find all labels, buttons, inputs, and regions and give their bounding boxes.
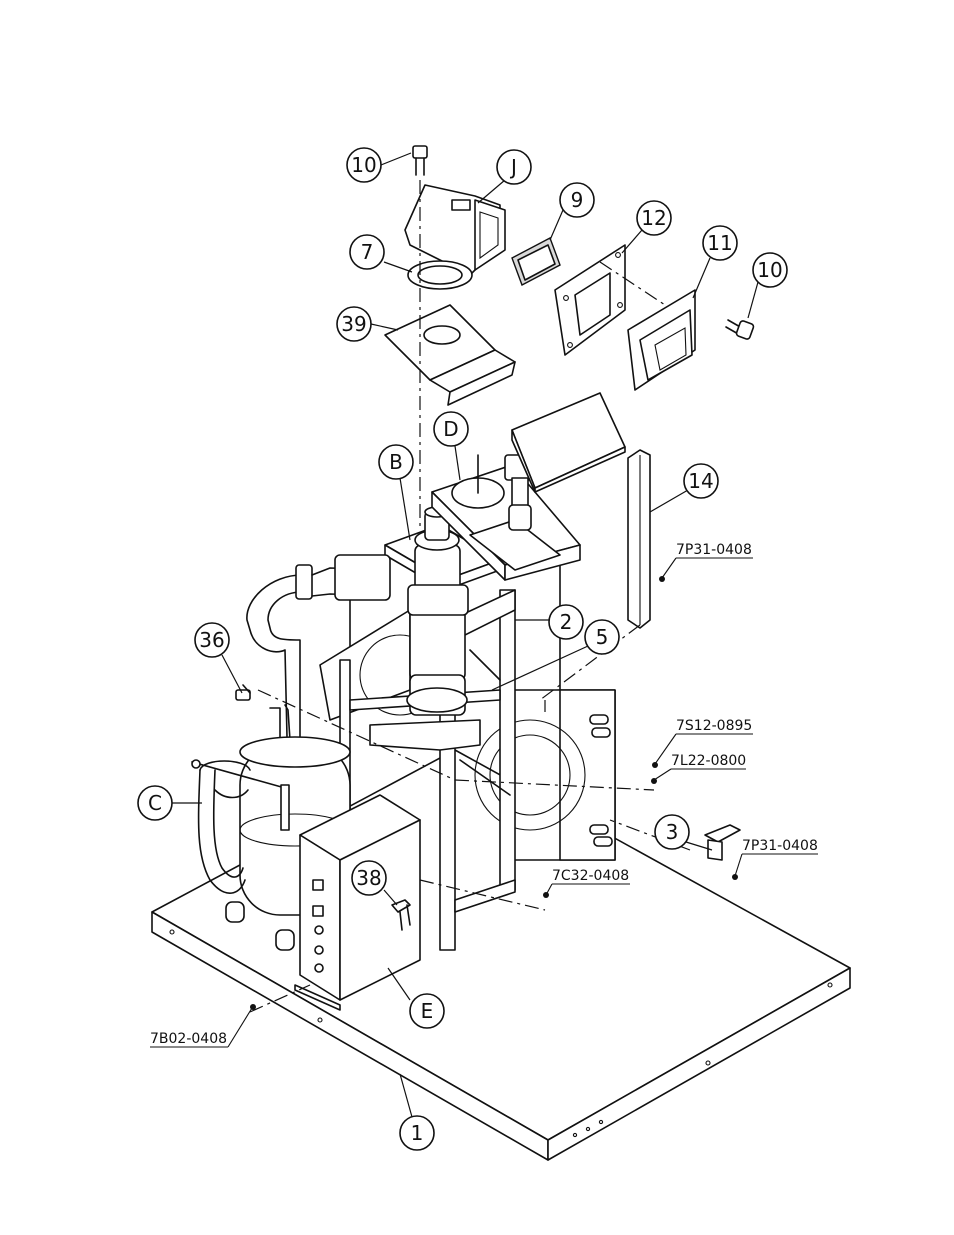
callout-36-label: 36 (199, 628, 224, 652)
callout-balloon-e: E (410, 994, 444, 1028)
part-number-7s12-label: 7S12-0895 (676, 718, 752, 734)
callout-7-label: 7 (361, 240, 374, 264)
callout-balloon-10-top: 10 (347, 148, 381, 182)
gasket-small (512, 238, 560, 285)
callout-11-label: 11 (707, 231, 732, 255)
part-number-7l22-label: 7L22-0800 (671, 753, 746, 769)
part-number-7p31-lower: 7P31-0408 (732, 838, 818, 880)
callout-j-label: J (509, 155, 517, 179)
part-number-7b02-label: 7B02-0408 (150, 1031, 227, 1047)
cable-clip (236, 685, 250, 700)
callout-balloon-10-right: 10 (753, 253, 787, 287)
callout-b-label: B (389, 450, 403, 474)
chute-outlet (628, 290, 695, 390)
callout-balloon-38: 38 (352, 861, 386, 895)
bracket-small (705, 825, 740, 860)
callout-9-label: 9 (571, 188, 584, 212)
part-number-7p31-upper: 7P31-0408 (659, 542, 753, 582)
callout-38-label: 38 (356, 866, 381, 890)
bolt-right (726, 320, 754, 340)
callout-balloon-14: 14 (684, 464, 718, 498)
callout-balloon-2: 2 (549, 605, 583, 639)
callout-balloon-j: J (497, 150, 531, 184)
callout-balloon-5: 5 (585, 620, 619, 654)
callout-d-label: D (443, 417, 458, 441)
callout-balloon-d: D (434, 412, 468, 446)
callout-c-label: C (148, 791, 162, 815)
callout-12-label: 12 (641, 206, 666, 230)
vertical-channel (628, 450, 650, 628)
callout-10-top-label: 10 (351, 153, 376, 177)
callout-5-label: 5 (596, 625, 609, 649)
insulation-plate (385, 305, 515, 405)
part-number-7l22: 7L22-0800 (651, 753, 746, 784)
callout-balloon-11: 11 (703, 226, 737, 260)
callout-2-label: 2 (560, 610, 573, 634)
callout-balloon-12: 12 (637, 201, 671, 235)
callout-balloon-9: 9 (560, 183, 594, 217)
part-number-7c32-label: 7C32-0408 (552, 868, 629, 884)
callout-14-label: 14 (688, 469, 713, 493)
callout-e-label: E (421, 999, 434, 1023)
callout-balloon-7: 7 (350, 235, 384, 269)
callout-1-label: 1 (411, 1121, 424, 1145)
part-number-7p31-lower-label: 7P31-0408 (742, 838, 818, 854)
callout-balloon-b: B (379, 445, 413, 479)
bolt-top (413, 146, 427, 175)
callout-balloon-36: 36 (195, 623, 229, 657)
part-number-7b02: 7B02-0408 (150, 1004, 256, 1047)
callout-3-label: 3 (666, 820, 679, 844)
part-number-7p31-upper-label: 7P31-0408 (676, 542, 752, 558)
callout-balloon-3: 3 (655, 815, 689, 849)
o-ring (408, 261, 472, 289)
callout-39-label: 39 (341, 312, 366, 336)
callout-10-right-label: 10 (757, 258, 782, 282)
callout-balloon-39: 39 (337, 307, 371, 341)
mounting-plate (555, 245, 625, 355)
callout-balloon-1: 1 (400, 1116, 434, 1150)
callout-balloon-c: C (138, 786, 172, 820)
